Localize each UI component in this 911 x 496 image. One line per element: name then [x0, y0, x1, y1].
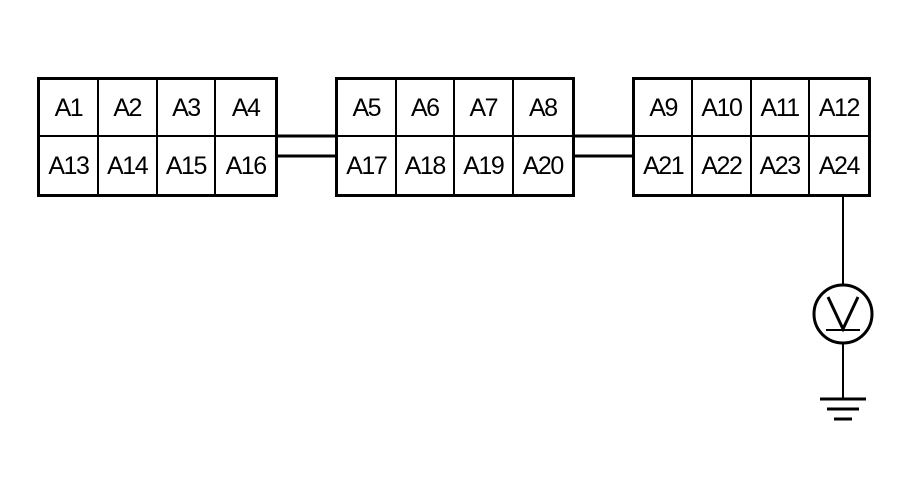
- pin-cell: A16: [225, 152, 267, 180]
- pin-cell: A24: [818, 152, 860, 180]
- pin-cell: A21: [635, 137, 694, 194]
- connector-block-a: A1 A2 A3 A4 A13 A14 A15 A16: [37, 77, 278, 197]
- pin-cell: A3: [157, 80, 217, 137]
- connector-block-b: A5 A6 A7 A8 A17 A18 A19 A20: [335, 77, 575, 197]
- pin-cell: A18: [397, 137, 455, 194]
- pin-cell: A17: [338, 137, 397, 194]
- pin-cell: A8: [513, 80, 572, 137]
- pin-cell: A20: [522, 152, 564, 180]
- connector-block-c: A9 A10 A11 A12 A21 A22 A23 A24: [632, 77, 871, 197]
- pin-cell: A14: [99, 137, 158, 194]
- pin-cell: A15: [158, 137, 217, 194]
- pin-cell: A22: [693, 137, 752, 194]
- pin-cell: A19: [455, 137, 514, 194]
- pin-cell: A5: [338, 80, 397, 137]
- jumper-wire-1-2: [278, 134, 335, 158]
- pin-cell: A7: [455, 80, 514, 137]
- voltmeter-icon: [812, 283, 874, 345]
- jumper-wire-2-3: [575, 134, 632, 158]
- pin-cell: A11: [751, 80, 810, 137]
- pin-cell: A13: [40, 137, 99, 194]
- pin-cell: A1: [40, 80, 99, 137]
- pin-cell: A12: [809, 80, 868, 137]
- pin-cell: A9: [635, 80, 694, 137]
- pin-cell: A4: [216, 80, 275, 137]
- pin-cell: A2: [98, 80, 158, 137]
- pin-cell: A6: [396, 80, 455, 137]
- ground-icon: [820, 397, 866, 421]
- pin-cell: A23: [752, 137, 810, 194]
- pin-cell: A10: [693, 80, 752, 137]
